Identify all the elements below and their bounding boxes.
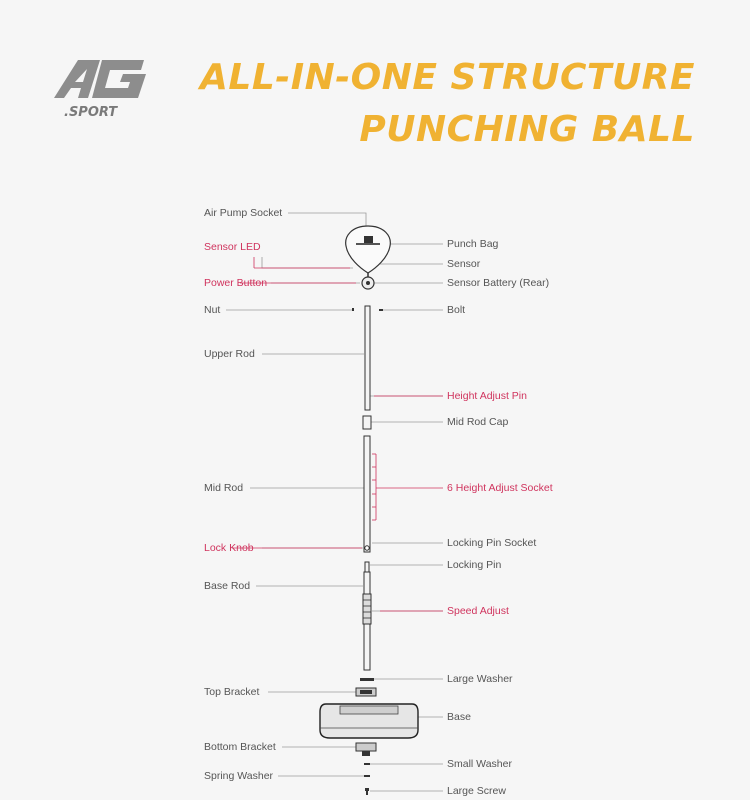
punch-bag <box>345 225 391 290</box>
title-line-2: PUNCHING BALL <box>359 109 695 150</box>
label-spring-washer: Spring Washer <box>204 770 274 782</box>
label-large-washer: Large Washer <box>447 673 513 685</box>
label-air-pump-socket: Air Pump Socket <box>204 207 283 219</box>
label-mid-rod: Mid Rod <box>204 482 244 494</box>
logo-sub-text: .SPORT <box>64 105 118 120</box>
label-punch-bag: Punch Bag <box>447 238 499 250</box>
large-screw-part <box>365 788 369 795</box>
bottom-bracket <box>355 742 377 756</box>
label-locking-pin-socket: Locking Pin Socket <box>447 537 537 549</box>
mid-rod <box>363 435 371 553</box>
base-part <box>319 703 419 739</box>
label-top-bracket: Top Bracket <box>204 686 260 698</box>
label-mid-rod-cap: Mid Rod Cap <box>447 416 509 428</box>
spring-washer-part <box>364 775 370 777</box>
label-base: Base <box>447 711 471 723</box>
label-sensor-led: Sensor LED <box>204 241 261 253</box>
label-bottom-bracket: Bottom Bracket <box>204 741 276 753</box>
label-nut: Nut <box>204 304 221 316</box>
label-height-adjust-pin: Height Adjust Pin <box>447 390 527 402</box>
label-speed-adjust: Speed Adjust <box>447 605 509 617</box>
label-small-washer: Small Washer <box>447 758 512 770</box>
upper-rod <box>364 305 371 411</box>
label-power-button: Power Button <box>204 277 268 289</box>
bolt-part <box>379 309 383 311</box>
small-washer-part <box>364 763 370 765</box>
lock-knob-part <box>364 545 370 551</box>
ag-sport-logo: .SPORT <box>54 60 146 120</box>
large-washer-part <box>360 678 374 681</box>
label-bolt: Bolt <box>447 304 466 316</box>
label-sensor: Sensor <box>447 258 481 270</box>
label-locking-pin: Locking Pin <box>447 559 502 571</box>
mid-rod-cap <box>362 415 372 430</box>
label-upper-rod: Upper Rod <box>204 348 255 360</box>
top-bracket <box>355 687 377 697</box>
label-height-adjust-socket: 6 Height Adjust Socket <box>447 482 553 494</box>
page-title: ALL-IN-ONE STRUCTURE PUNCHING BALL <box>175 52 695 156</box>
highlight-lines <box>232 257 443 612</box>
label-sensor-battery: Sensor Battery (Rear) <box>447 277 550 289</box>
nut-part <box>352 308 354 311</box>
base-rod <box>362 561 372 671</box>
label-large-screw: Large Screw <box>447 785 506 797</box>
label-base-rod: Base Rod <box>204 580 251 592</box>
label-lock-knob: Lock Knob <box>204 542 254 554</box>
title-line-1: ALL-IN-ONE STRUCTURE <box>200 57 695 98</box>
